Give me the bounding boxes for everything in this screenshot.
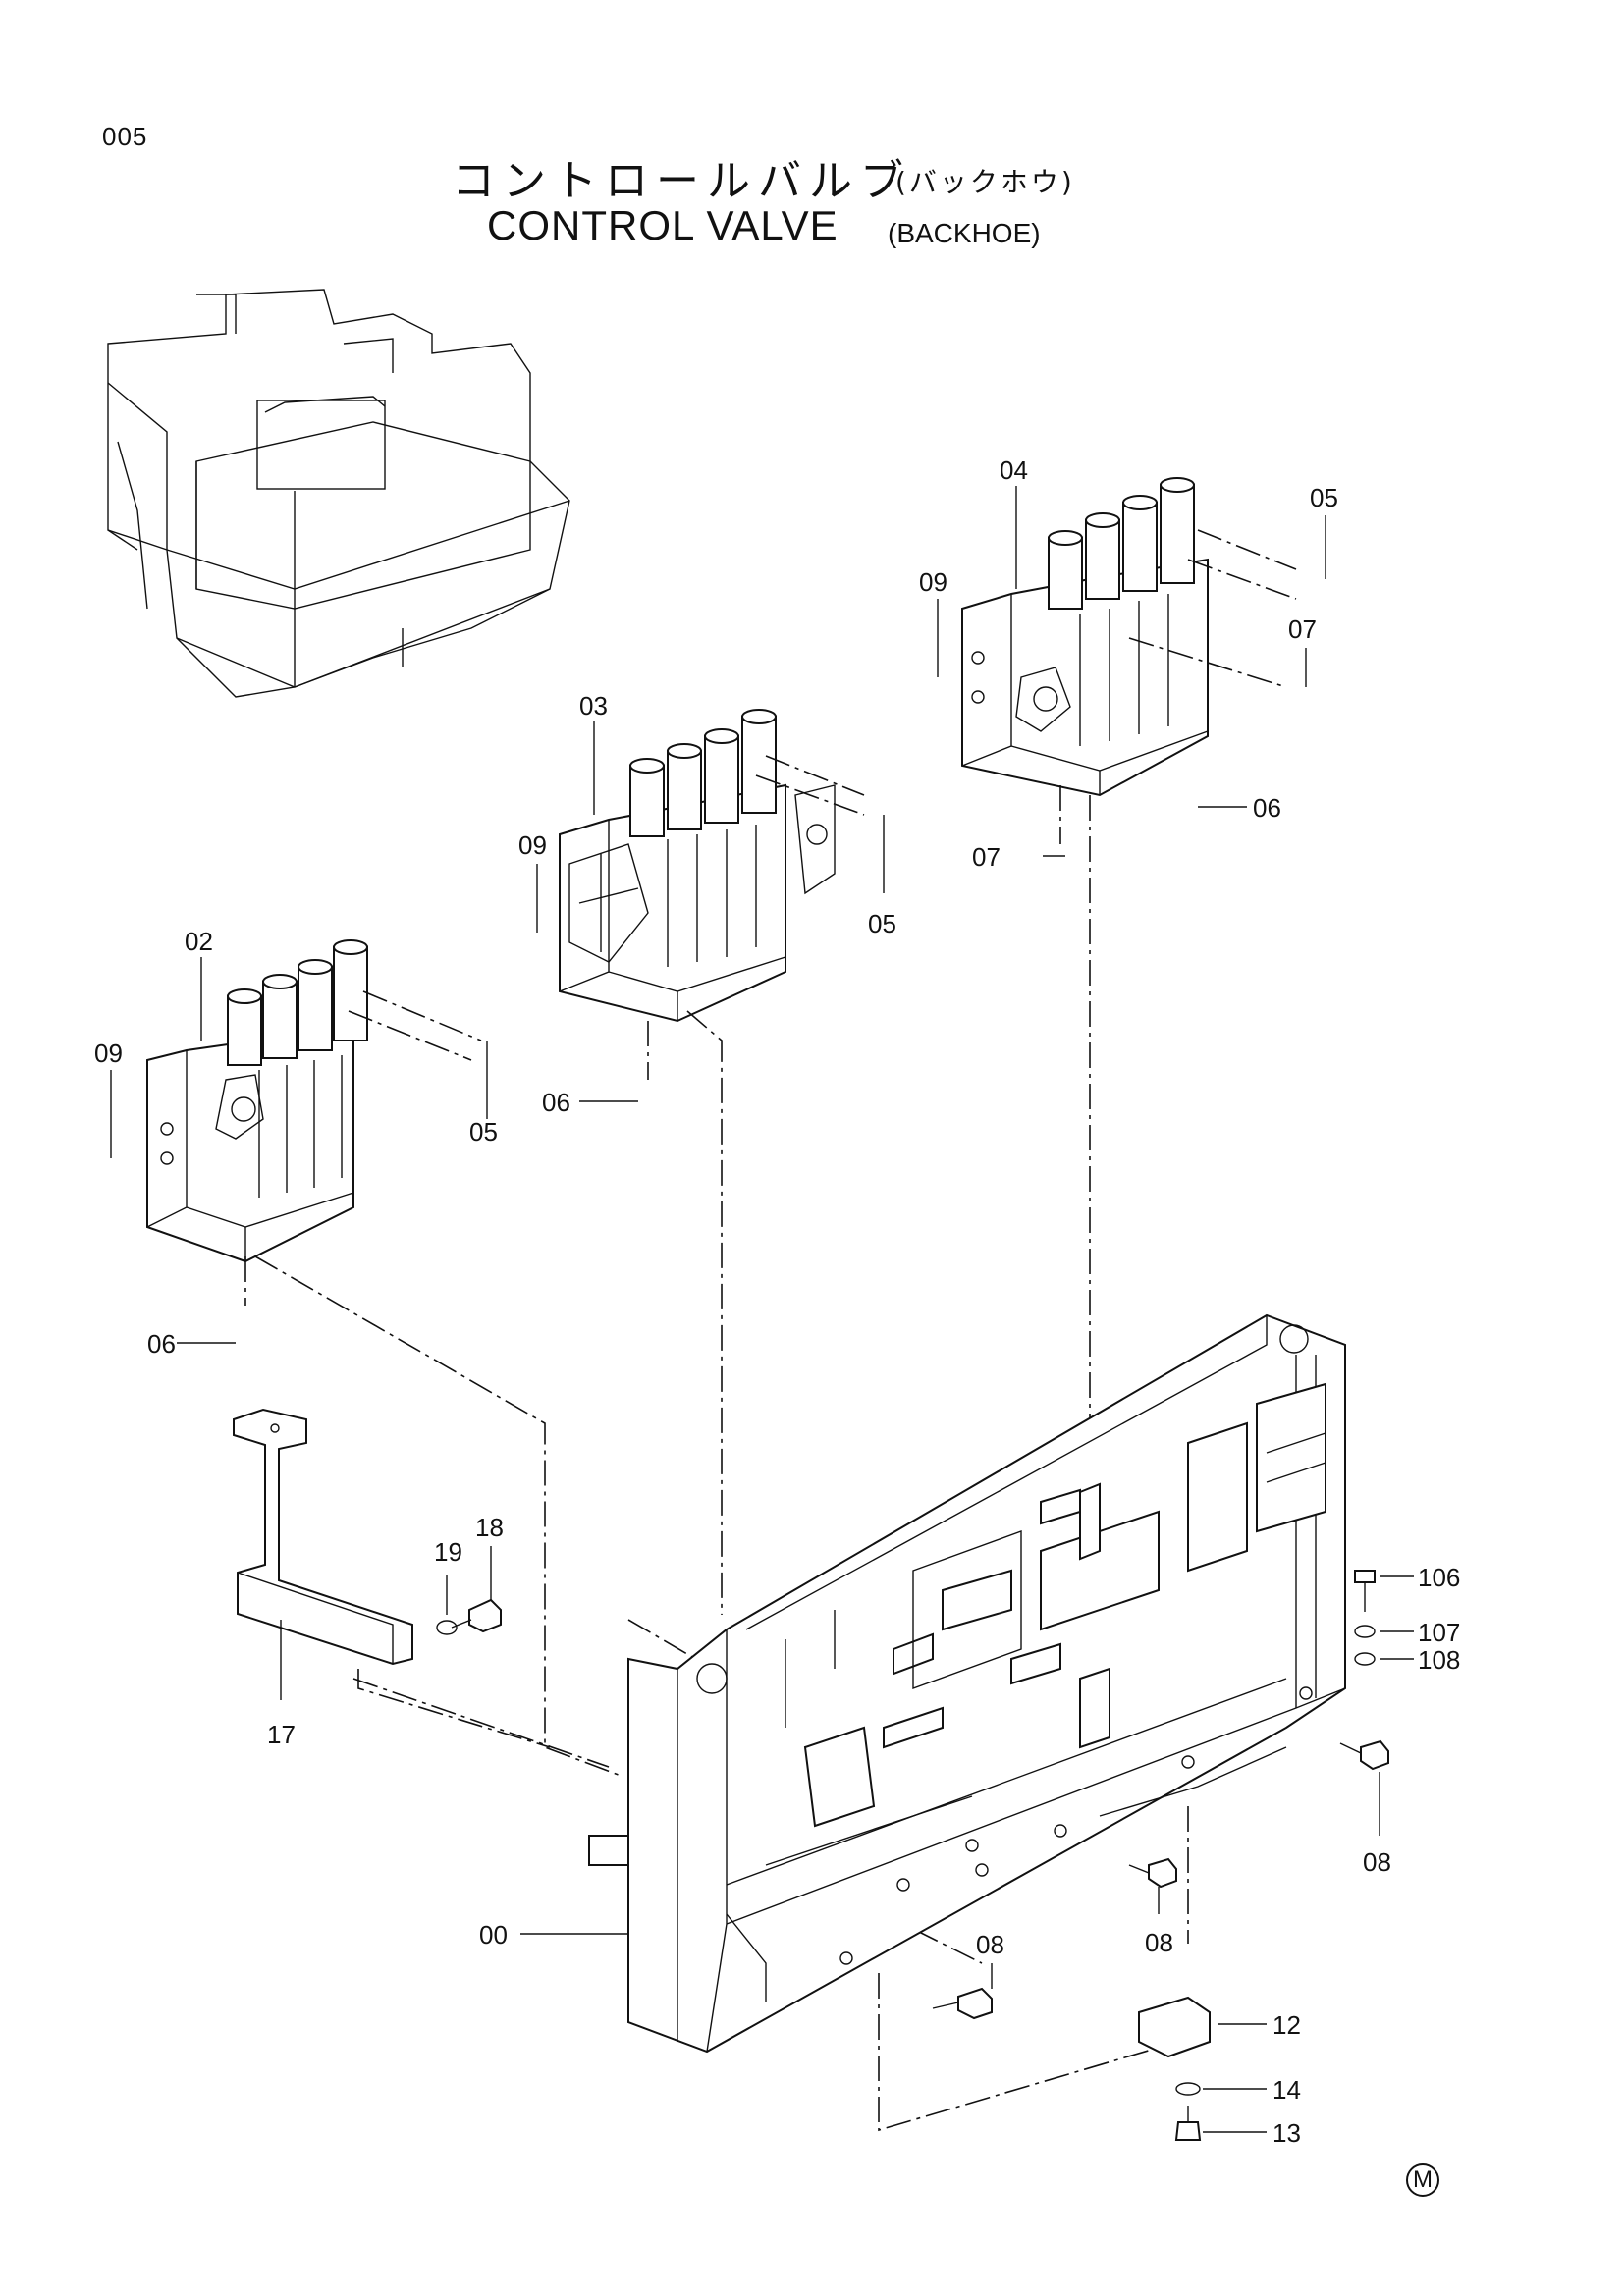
callout-06-b: 06	[542, 1088, 570, 1117]
callout-09-b: 09	[518, 830, 547, 860]
callout-04: 04	[1000, 455, 1028, 485]
loose-hardware	[932, 1570, 1389, 2141]
title-japanese-subtitle: (バックホウ)	[895, 166, 1075, 198]
manufacturer-mark: M	[1406, 2163, 1439, 2197]
control-valve-03	[559, 709, 865, 1023]
callout-107: 107	[1418, 1618, 1460, 1647]
title-english-subtitle: (BACKHOE)	[888, 218, 1041, 248]
title-japanese: コントロールバルブ	[452, 156, 911, 206]
title-english: CONTROL VALVE	[487, 202, 839, 248]
callout-07-b: 07	[972, 842, 1001, 872]
callout-19: 19	[434, 1537, 462, 1567]
callout-18: 18	[475, 1513, 504, 1542]
leader-lines	[110, 486, 1414, 2133]
callout-06-c: 06	[147, 1329, 176, 1359]
machine-location-inset	[107, 289, 570, 698]
callout-03: 03	[579, 691, 608, 721]
control-valve-02	[146, 939, 482, 1263]
callout-08-c: 08	[1363, 1847, 1391, 1877]
callout-09-c: 09	[919, 567, 947, 597]
callout-108: 108	[1418, 1645, 1460, 1675]
callout-08-a: 08	[976, 1930, 1004, 1959]
callout-05-b: 05	[868, 909, 896, 938]
bolt-18-washer-19	[436, 1598, 502, 1635]
callout-05-c: 05	[1310, 483, 1338, 512]
callout-17: 17	[267, 1720, 296, 1749]
callout-14: 14	[1272, 2075, 1301, 2105]
callout-02: 02	[185, 927, 213, 956]
control-valve-04	[961, 477, 1297, 797]
callout-05-a: 05	[469, 1117, 498, 1147]
callout-08-b: 08	[1145, 1928, 1173, 1957]
page-number: 005	[102, 122, 148, 151]
callout-09-a: 09	[94, 1039, 123, 1068]
callout-106: 106	[1418, 1563, 1460, 1592]
callout-labels: 02 03 04 09 09 09 05 05 05 07 07 06 06 0…	[94, 455, 1460, 2148]
callout-13: 13	[1272, 2118, 1301, 2148]
bracket-17	[233, 1408, 551, 1748]
callout-07-a: 07	[1288, 614, 1317, 644]
callout-06-a: 06	[1253, 793, 1281, 823]
callout-12: 12	[1272, 2010, 1301, 2040]
callout-00: 00	[479, 1920, 508, 1949]
main-frame-00	[588, 1313, 1346, 2054]
